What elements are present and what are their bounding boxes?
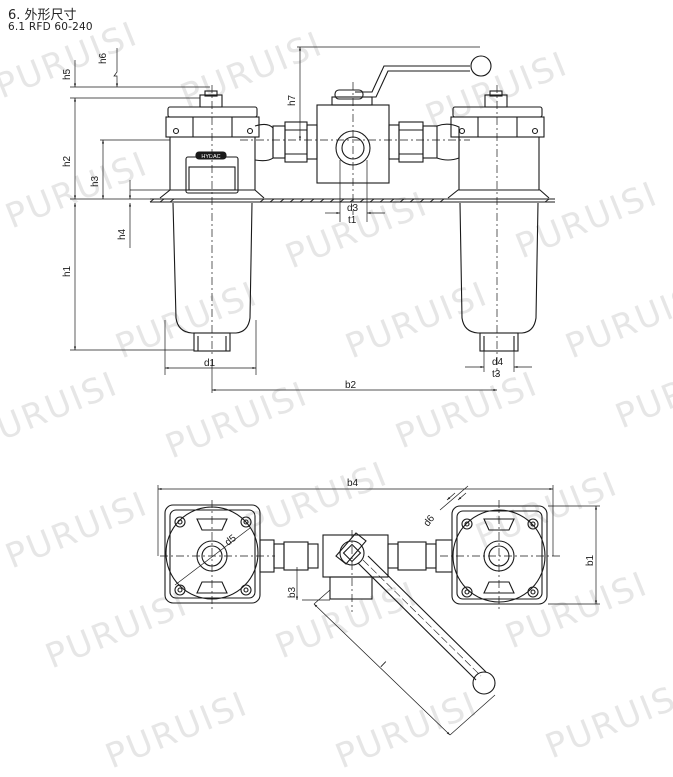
top-dimensions bbox=[157, 485, 600, 736]
side-dimensions bbox=[70, 46, 532, 393]
dim-h7: h7 bbox=[287, 94, 298, 106]
dim-d4: d4 bbox=[492, 357, 504, 368]
dim-h4: h4 bbox=[117, 228, 128, 240]
dim-b3: b3 bbox=[287, 586, 298, 598]
brand-plate: HYDAC bbox=[201, 154, 220, 160]
dim-h5: h5 bbox=[62, 68, 73, 80]
dim-h6: h6 bbox=[98, 52, 109, 64]
dim-t3: t3 bbox=[492, 369, 501, 380]
dim-b1: b1 bbox=[585, 554, 596, 566]
dim-t1: t1 bbox=[348, 215, 357, 226]
dim-h2: h2 bbox=[62, 155, 73, 167]
mounting-plate bbox=[149, 198, 555, 203]
side-view: HYDAC bbox=[62, 46, 555, 393]
dim-d3: d3 bbox=[347, 203, 359, 214]
left-filter: HYDAC bbox=[159, 85, 265, 355]
top-view: b4 b1 b3 d5 d6 l bbox=[157, 478, 600, 736]
left-filter-head-top bbox=[160, 500, 275, 612]
dim-h3: h3 bbox=[90, 175, 101, 187]
dim-d1: d1 bbox=[204, 358, 216, 369]
dim-b4: b4 bbox=[347, 478, 359, 489]
three-way-ball-valve bbox=[240, 55, 492, 215]
dim-l: l bbox=[378, 660, 387, 669]
technical-drawing: HYDAC bbox=[62, 46, 600, 736]
dim-d5: d5 bbox=[223, 533, 239, 549]
dim-b2: b2 bbox=[345, 380, 357, 391]
right-filter bbox=[447, 85, 550, 375]
top-dimension-labels: b4 b1 b3 d5 d6 l bbox=[223, 478, 596, 670]
subsection-title: 6.1 RFD 60-240 bbox=[8, 21, 93, 33]
dim-h1: h1 bbox=[62, 265, 73, 277]
dim-d6: d6 bbox=[422, 513, 438, 529]
right-filter-head-top bbox=[440, 500, 560, 612]
side-dimension-labels: h5 h6 h2 h3 h4 h1 h7 d3 t1 d1 b2 d4 t3 bbox=[62, 52, 504, 391]
valve-top bbox=[259, 530, 496, 695]
section-title: 6. 外形尺寸 bbox=[8, 8, 77, 23]
